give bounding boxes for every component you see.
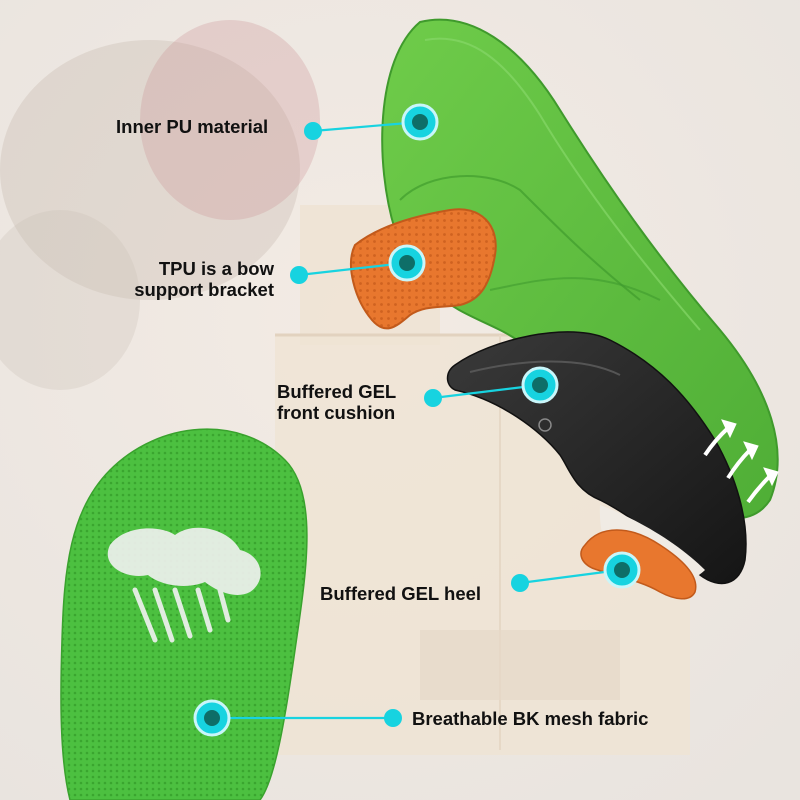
label-mesh-fabric: Breathable BK mesh fabric <box>412 708 648 729</box>
label-gel-heel: Buffered GEL heel <box>320 583 481 604</box>
airflow-arrows-icon <box>703 419 779 504</box>
label-text: Buffered GEL heel <box>320 583 482 604</box>
label-text: TPU is a bow <box>158 258 274 279</box>
label-tpu-bow-support: TPU is a bow support bracket <box>110 258 274 300</box>
label-text: Inner PU material <box>116 116 269 137</box>
label-text: front cushion <box>277 402 396 423</box>
label-inner-pu-material: Inner PU material <box>116 116 268 137</box>
label-text: Buffered GEL <box>277 381 397 402</box>
mesh-fabric-insole <box>60 428 308 800</box>
brand-logo-mark <box>538 418 552 432</box>
callout-dot-icon <box>193 103 641 737</box>
label-text: support bracket <box>134 279 274 300</box>
label-gel-front-cushion: Buffered GEL front cushion <box>277 381 396 423</box>
breathable-fan-icon <box>107 527 261 643</box>
label-text: Breathable BK mesh fabric <box>412 708 649 729</box>
